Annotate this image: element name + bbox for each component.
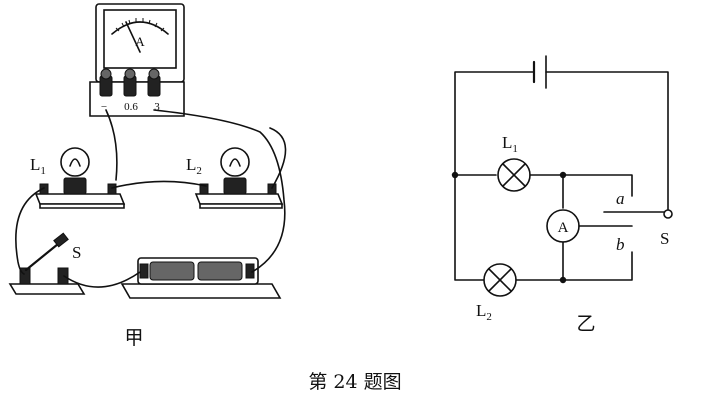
terminal-label-3: 3 <box>154 101 160 113</box>
terminal-label-negative: − <box>101 101 107 113</box>
junction-dot-bottom-right <box>559 276 567 284</box>
switch-s-symbol-label: S <box>660 229 669 248</box>
bulb-l2-device: L2 <box>186 147 284 209</box>
lamp-l2-symbol <box>483 263 517 297</box>
battery-symbol <box>532 55 547 89</box>
physical-circuit: A − 0.6 3 L1 <box>8 3 287 349</box>
circuit-jia-label: 甲 <box>124 327 143 349</box>
ammeter-terminals <box>99 68 161 97</box>
ammeter-symbol-letter: A <box>558 220 569 236</box>
switch-s-label: S <box>72 243 81 262</box>
lamp-l2-label: L2 <box>476 301 492 323</box>
lamp-l1-symbol <box>497 158 531 192</box>
knife-switch-device: S <box>8 232 86 295</box>
ammeter-dial-symbol: A <box>135 34 145 49</box>
bulb-l1-device: L1 <box>30 147 126 209</box>
circuit-yi-label: 乙 <box>576 313 595 335</box>
bulb-l1-label: L1 <box>30 155 46 177</box>
contact-a-label: a <box>616 189 625 208</box>
spdt-switch-symbol <box>603 209 673 219</box>
dial-ticks <box>115 18 165 32</box>
ammeter-symbol: A <box>546 209 580 243</box>
battery-holder-device <box>120 257 282 299</box>
ammeter-device: A − 0.6 3 <box>89 3 185 117</box>
contact-b-label: b <box>616 235 625 254</box>
physical-wires <box>15 109 287 288</box>
figure-caption: 第 24 题图 <box>308 371 401 393</box>
lamp-l1-label: L1 <box>502 133 518 155</box>
bulb-l2-label: L2 <box>186 155 202 177</box>
schematic-circuit: L1 A L2 a b S 乙 <box>451 55 673 335</box>
terminal-label-0-6: 0.6 <box>124 101 138 113</box>
